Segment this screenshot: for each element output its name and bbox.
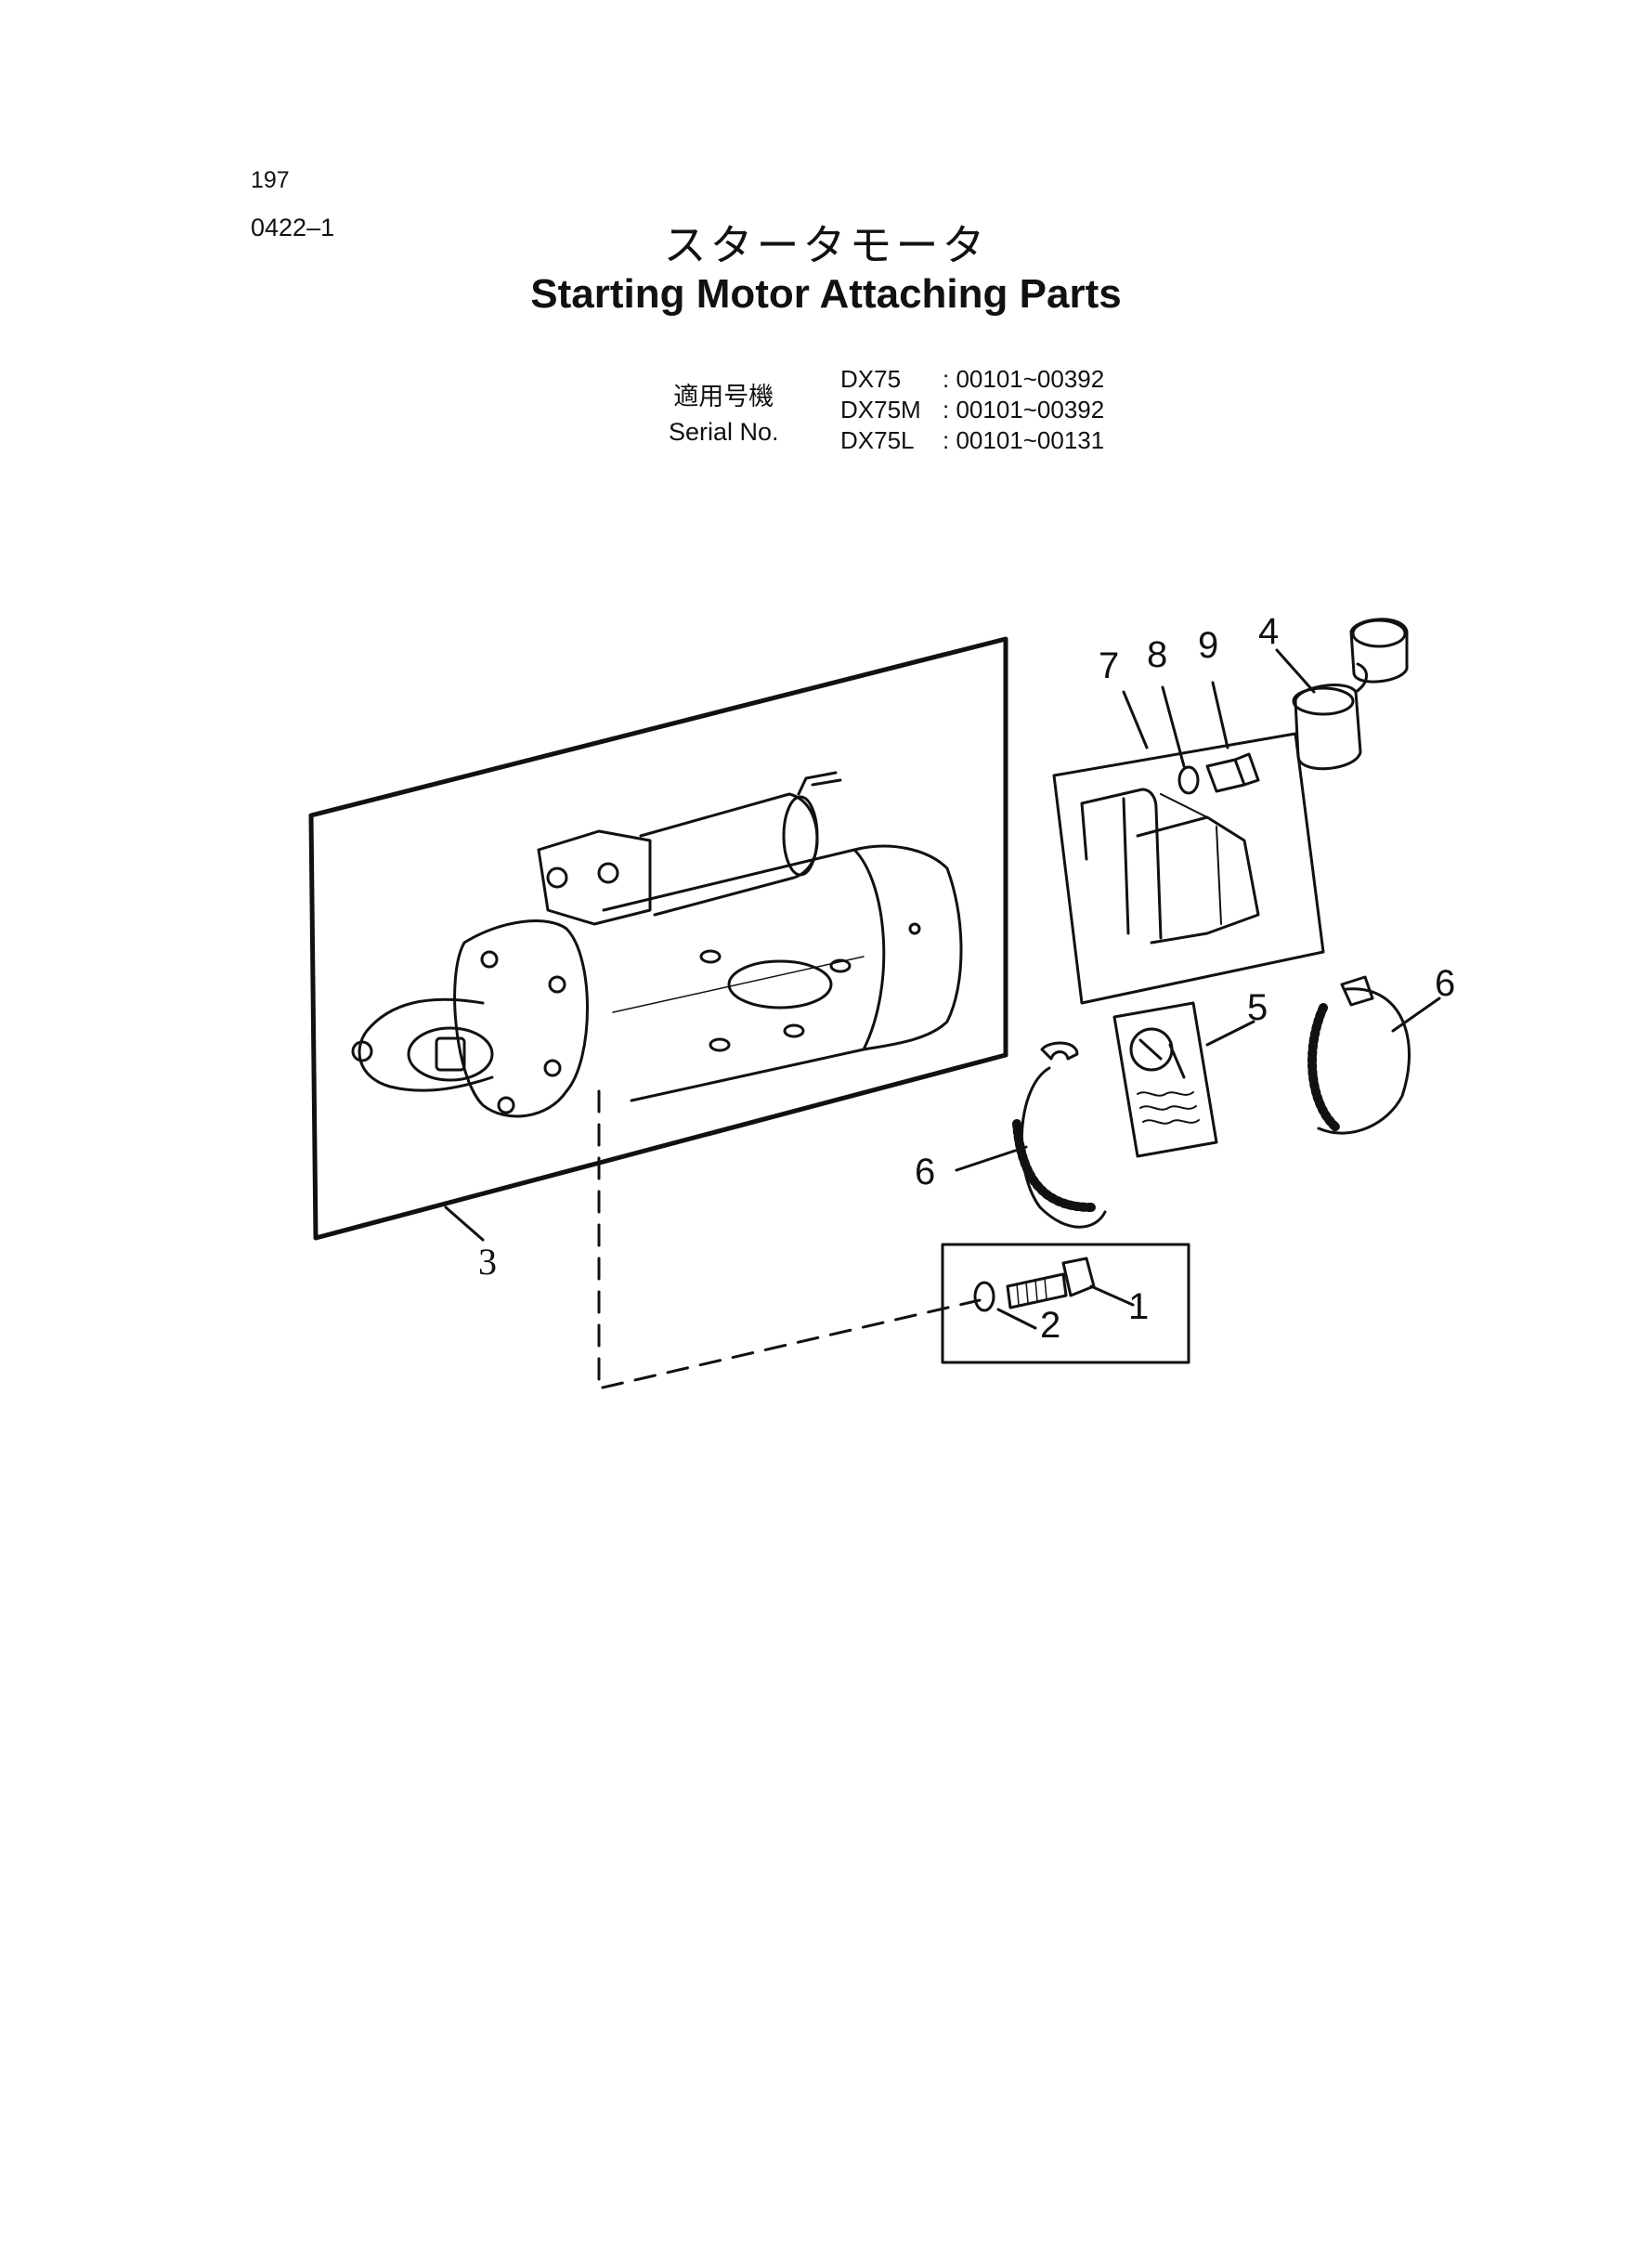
- motor-end-cap: [852, 848, 886, 1051]
- spring-washer: [973, 1281, 995, 1312]
- callout-5: 5: [1247, 987, 1268, 1028]
- leader-6a: [955, 1145, 1028, 1172]
- starter-motor-panel: [308, 636, 1008, 1241]
- bolt-9: [1205, 752, 1260, 793]
- leader-7: [1122, 690, 1149, 749]
- serial-row: DX75M : 00101~00392: [840, 395, 1104, 425]
- flange-bolt-hole: [543, 1059, 562, 1077]
- motor-body-lower: [612, 956, 865, 1013]
- figure-number: 0422–1: [251, 214, 335, 241]
- band-left-clip: [1040, 1041, 1079, 1061]
- pinion-tip: [351, 1040, 373, 1062]
- solenoid-end: [782, 795, 819, 877]
- cover-frame: [1052, 732, 1325, 1005]
- band-right-teeth: [1307, 1003, 1342, 1133]
- callout-3: 3: [478, 1241, 497, 1283]
- serial-label-en: Serial No.: [669, 418, 779, 446]
- serial-range: : 00101~00392: [943, 365, 1105, 393]
- bolt-thread: [1016, 1277, 1047, 1306]
- band-left-outer: [1020, 1066, 1107, 1229]
- callout-9: 9: [1198, 625, 1218, 666]
- serial-range: : 00101~00392: [943, 396, 1105, 423]
- solenoid: [639, 792, 819, 917]
- leader-5: [1205, 1020, 1255, 1047]
- starter-motor-assembly: [308, 636, 1008, 1241]
- callout-8: 8: [1147, 634, 1167, 675]
- serial-list: DX75 : 00101~00392 DX75M : 00101~00392 DX7…: [840, 364, 1104, 456]
- serial-row: DX75L : 00101~00131: [840, 425, 1104, 456]
- serial-model: DX75M: [840, 396, 921, 423]
- serial-range: : 00101~00131: [943, 426, 1105, 454]
- leader-3: [444, 1205, 485, 1242]
- callout-2: 2: [1040, 1305, 1060, 1346]
- band-left: [955, 1041, 1107, 1229]
- flange-bolt-hole: [480, 950, 499, 969]
- upper-bracket: [537, 829, 652, 926]
- label-plate: [1112, 1001, 1255, 1158]
- bolt-head: [1061, 1257, 1096, 1297]
- callout-4: 4: [1258, 611, 1279, 652]
- vent-slot: [783, 1023, 805, 1038]
- vent-slot: [699, 949, 722, 964]
- leader-4: [1275, 648, 1316, 694]
- title-japanese: スタータモータ: [663, 220, 989, 270]
- cap-strap: [1354, 662, 1368, 694]
- cover-body: [1080, 788, 1260, 945]
- cap-group: [1275, 618, 1409, 771]
- vent-slot: [829, 958, 852, 973]
- leader-8: [1161, 685, 1186, 768]
- label-symbol-mark: [1138, 1038, 1186, 1079]
- leader-9: [1211, 681, 1229, 749]
- bracket-bolt: [546, 866, 568, 889]
- solenoid-terminal: [797, 771, 842, 796]
- serial-model: DX75L: [840, 426, 915, 454]
- label-text-lines: [1137, 1091, 1200, 1125]
- band-left-teeth: [1012, 1119, 1096, 1212]
- serial-model: DX75: [840, 365, 902, 393]
- page-number: 197: [251, 167, 290, 193]
- callout-7: 7: [1099, 645, 1119, 686]
- serial-label: 適用号機 Serial No.: [669, 379, 779, 449]
- callout-6b: 6: [1435, 963, 1455, 1004]
- serial-label-jp: 適用号機: [673, 383, 774, 410]
- leader-2: [996, 1308, 1037, 1330]
- dashed-leader-line: [597, 1089, 982, 1390]
- bolt-group-frame: [941, 1243, 1190, 1364]
- bolt-group: [941, 1243, 1190, 1364]
- bracket-bolt: [597, 862, 619, 884]
- flange-bolt-hole: [548, 975, 566, 994]
- cap-top-end: [1351, 619, 1407, 648]
- cover-group: [1052, 690, 1325, 1005]
- pinion-gear: [407, 1026, 494, 1082]
- cover-inner: [1160, 793, 1222, 925]
- cap-sleeve-end: [1292, 686, 1355, 716]
- title-english: Starting Motor Attaching Parts: [530, 271, 1122, 317]
- leader-1: [1089, 1284, 1135, 1307]
- cap-top: [1349, 618, 1409, 684]
- callout-1: 1: [1128, 1286, 1149, 1327]
- washer-8: [1177, 765, 1200, 795]
- label-plate-frame: [1112, 1001, 1218, 1158]
- motor-body: [602, 844, 963, 1102]
- motor-nameplate: [727, 959, 833, 1010]
- leader-6b: [1391, 997, 1441, 1033]
- mounting-flange: [453, 919, 589, 1118]
- end-cap-bolt: [908, 922, 921, 935]
- vent-slot: [709, 1037, 731, 1052]
- flange-bolt-hole: [497, 1096, 515, 1114]
- band-right: [1307, 975, 1441, 1135]
- band-right-clip: [1340, 975, 1374, 1007]
- serial-row: DX75 : 00101~00392: [840, 364, 1104, 395]
- band-right-outer: [1317, 987, 1411, 1135]
- callout-6a: 6: [915, 1152, 935, 1192]
- pinion-shaft: [435, 1036, 466, 1072]
